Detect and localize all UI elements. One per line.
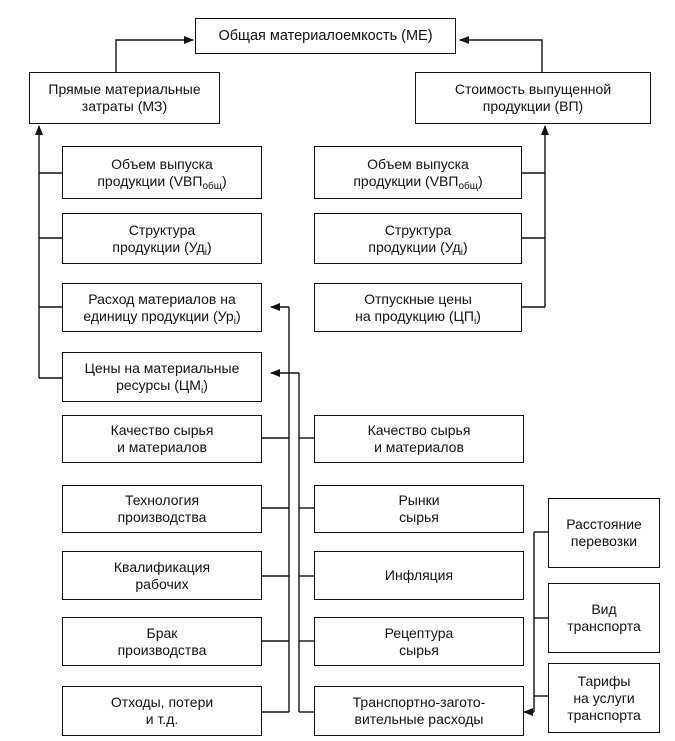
node-label-tail: ) [477, 172, 483, 189]
node-label: Качество сырья и материалов [110, 422, 214, 455]
node-label-subscript: i [200, 385, 204, 396]
node-label: Отпускные цены на продукцию (ЦП [355, 290, 474, 324]
node-label-subscript: i [204, 246, 207, 258]
node-transport-procurement-costs: Транспортно-загото- вительные расходы [314, 686, 524, 736]
node-label: Стоимость выпущенной продукции (ВП) [454, 81, 612, 114]
node-material-prices: Цены на материальные ресурсы (ЦМi) [62, 352, 262, 402]
node-left-product-structure: Структура продукции (Удi) [62, 213, 262, 264]
node-label-tail: ) [206, 238, 212, 255]
node-label-subscript: общ [202, 180, 222, 192]
node-label: Структура продукции (Уд [112, 221, 205, 255]
node-label: Рецептура сырья [384, 624, 454, 658]
node-left-output-volume: Объем выпуска продукции (VBПобщ) [62, 146, 262, 199]
node-label: Транспортно-загото- вительные расходы [352, 694, 486, 727]
node-right-product-structure: Структура продукции (Удi) [314, 213, 522, 264]
node-label-subscript: общ [458, 180, 478, 192]
node-label: Отходы, потери и т.д. [110, 694, 214, 727]
node-label: Общая материалоемкость (МЕ) [218, 27, 433, 44]
node-label: Объем выпуска продукции (VBП [353, 155, 469, 189]
node-label: Структура продукции (Уд [368, 221, 461, 255]
node-label-tail: ) [476, 307, 481, 324]
node-transport-type: Вид транспорта [548, 583, 660, 653]
node-label-subscript: i [233, 315, 236, 327]
node-label-tail: ) [203, 377, 208, 393]
node-label: Объем выпуска продукции (VBП [97, 155, 213, 189]
node-production-defects: Брак производства [62, 617, 262, 666]
node-raw-material-recipe: Рецептура сырья [314, 617, 524, 666]
node-raw-material-markets: Рынки сырья [314, 485, 524, 533]
node-label: Качество сырья и материалов [367, 422, 471, 455]
node-inflation: Инфляция [314, 551, 524, 600]
node-label-tail: ) [221, 172, 227, 189]
node-label: Расстояние перевозки [566, 516, 642, 549]
node-right-output-volume: Объем выпуска продукции (VBПобщ) [314, 146, 522, 199]
arrow-vp-to-me [459, 36, 543, 72]
node-label: Рынки сырья [398, 492, 440, 525]
arrow-mz-to-me [115, 36, 194, 72]
node-direct-material-costs: Прямые материальные затраты (МЗ) [29, 72, 220, 124]
node-worker-qualification: Квалификация рабочих [62, 551, 262, 600]
node-label: Технология производства [117, 492, 207, 525]
node-waste-losses: Отходы, потери и т.д. [62, 686, 262, 736]
node-label: Расход материалов на единицу продукции (… [83, 290, 236, 324]
node-label: Брак производства [117, 624, 207, 658]
node-transport-distance: Расстояние перевозки [548, 498, 660, 568]
node-raw-material-quality-left: Качество сырья и материалов [62, 415, 262, 463]
node-transport-tariffs: Тарифы на услуги транспорта [548, 663, 660, 733]
node-production-technology: Технология производства [62, 485, 262, 533]
node-label: Цены на материальные ресурсы (ЦМ [84, 360, 240, 393]
node-label: Вид транспорта [567, 601, 641, 634]
node-label: Квалификация рабочих [113, 558, 211, 592]
node-total-material-intensity: Общая материалоемкость (МЕ) [195, 18, 456, 54]
node-output-value: Стоимость выпущенной продукции (ВП) [415, 72, 651, 124]
node-label-tail: ) [235, 307, 241, 324]
node-selling-prices: Отпускные цены на продукцию (ЦПi) [314, 283, 522, 332]
node-material-consumption: Расход материалов на единицу продукции (… [62, 283, 262, 332]
node-label: Тарифы на услуги транспорта [567, 672, 641, 723]
node-raw-material-quality-right: Качество сырья и материалов [314, 415, 524, 463]
node-label: Прямые материальные затраты (МЗ) [48, 81, 201, 114]
node-label-subscript: i [460, 246, 463, 258]
node-label: Инфляция [384, 567, 454, 583]
node-label-subscript: i [473, 315, 477, 327]
node-label-tail: ) [462, 238, 468, 255]
